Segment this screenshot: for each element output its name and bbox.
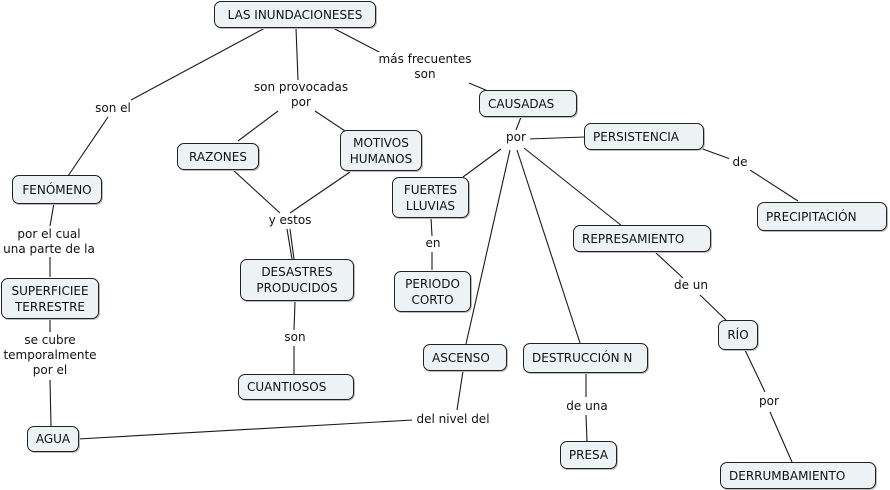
link-phrase-por-el-cual: por el cual una parte de la — [0, 227, 98, 257]
concept-persistencia[interactable]: PERSISTENCIA — [584, 123, 704, 150]
link-phrase-en: en — [422, 236, 444, 251]
concept-rio[interactable]: RÍO — [718, 320, 758, 350]
link-line — [465, 149, 511, 345]
link-phrase-son-el: son el — [90, 101, 136, 116]
link-line — [430, 217, 433, 237]
link-line — [130, 27, 266, 101]
link-phrase-y-estos: y estos — [268, 213, 312, 227]
link-phrase-por: por — [502, 130, 530, 145]
concept-motivos-humanos[interactable]: MOTIVOS HUMANOS — [340, 130, 422, 171]
concept-agua[interactable]: AGUA — [27, 426, 79, 452]
link-phrase-se-cubre: se cubre temporalmente por el — [0, 333, 100, 379]
link-line — [456, 370, 464, 411]
link-line — [232, 169, 281, 214]
link-line — [462, 148, 502, 178]
link-phrase-son-provocadas-por: son provocadas por — [246, 80, 356, 110]
link-line — [289, 171, 351, 214]
link-phrase-de: de — [729, 155, 751, 170]
link-line — [77, 419, 414, 440]
concept-derrumbamiento[interactable]: DERRUMBAMIENTO — [720, 462, 876, 489]
concept-superficie-terrestre[interactable]: SUPERFICIEE TERRESTRE — [1, 278, 99, 319]
concept-cuantiosos[interactable]: CUANTIOSOS — [238, 374, 354, 400]
link-phrase-del-nivel-del: del nivel del — [412, 412, 494, 427]
link-phrase-de-un: de un — [669, 278, 713, 293]
link-line — [49, 202, 55, 227]
concept-razones[interactable]: RAZONES — [177, 143, 259, 170]
link-line — [523, 147, 623, 227]
concept-las-inundaciones[interactable]: LAS INUNDACIONESES — [214, 1, 376, 28]
link-line — [295, 27, 299, 81]
link-line — [289, 228, 295, 260]
concept-fuertes-lluvias[interactable]: FUERTES LLUVIAS — [392, 177, 469, 218]
concept-desastres-producidos[interactable]: DESASTRES PRODUCIDOS — [240, 259, 354, 301]
link-line — [526, 136, 586, 140]
concept-ascenso[interactable]: ASCENSO — [423, 344, 507, 371]
link-line — [237, 110, 279, 142]
link-phrase-mas-frecuentes-son: más frecuentes son — [372, 52, 478, 82]
concept-periodo-corto[interactable]: PERIODO CORTO — [394, 271, 471, 312]
link-line — [49, 379, 52, 427]
concept-precipitacion[interactable]: PRECIPITACIÓN — [757, 202, 887, 231]
concept-causadas[interactable]: CAUSADAS — [479, 90, 577, 117]
link-line — [293, 301, 296, 331]
link-line — [286, 228, 293, 260]
link-line — [749, 169, 799, 202]
link-line — [699, 147, 734, 161]
concept-destruccion[interactable]: DESTRUCCIÓN N — [523, 343, 648, 373]
link-line — [332, 27, 384, 55]
link-line — [769, 411, 793, 463]
link-line — [468, 82, 489, 92]
link-line — [67, 116, 109, 177]
link-line — [585, 414, 588, 442]
link-phrase-son: son — [280, 330, 310, 345]
link-line — [516, 149, 581, 344]
link-phrase-de-una: de una — [562, 399, 612, 414]
concept-presa[interactable]: PRESA — [560, 441, 617, 469]
link-line — [744, 349, 766, 393]
concept-represamiento[interactable]: REPRESAMIENTO — [573, 225, 711, 252]
link-line — [699, 294, 727, 321]
concept-fenomeno[interactable]: FENÓMENO — [12, 175, 102, 204]
link-line — [655, 252, 684, 279]
link-phrase-por-rio: por — [755, 394, 783, 409]
link-line — [515, 116, 522, 131]
link-line — [314, 110, 346, 132]
